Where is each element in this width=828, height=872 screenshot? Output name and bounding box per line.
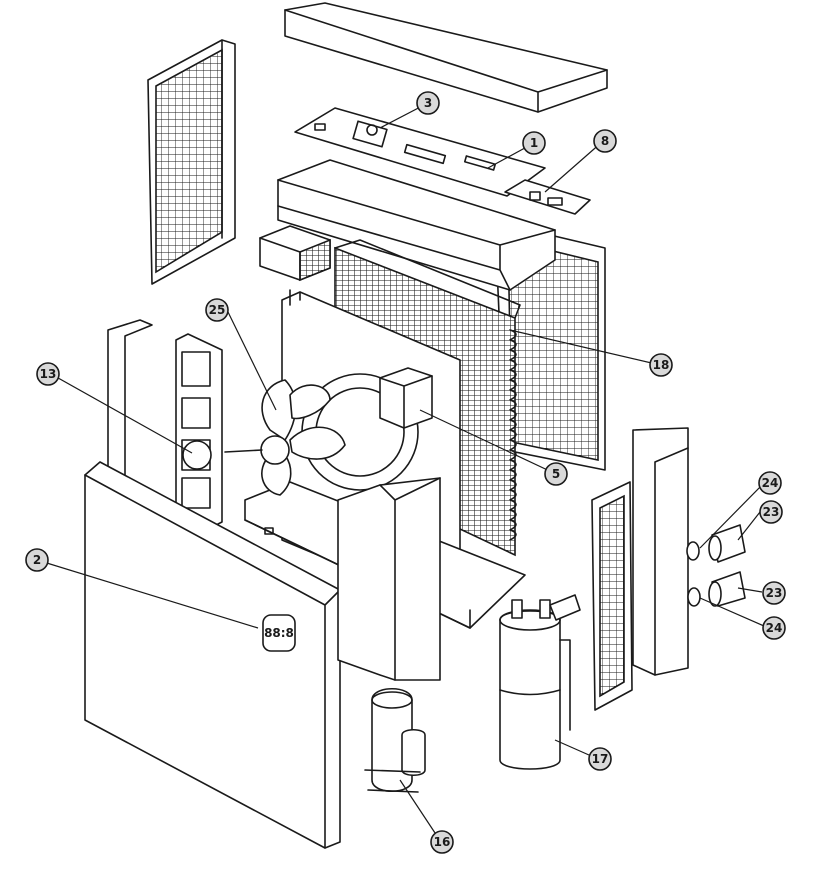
heat-exchanger — [499, 594, 581, 770]
callout-label: 24 — [762, 476, 779, 490]
callout-label: 1 — [530, 136, 538, 150]
callout-label: 23 — [766, 586, 783, 600]
callout-label: 17 — [592, 752, 609, 766]
callout-label: 23 — [763, 505, 780, 519]
callout-17: 17 — [588, 747, 612, 771]
callout-18: 18 — [649, 353, 673, 377]
left-side-grille — [147, 39, 236, 285]
callout-16: 16 — [430, 830, 454, 854]
callout-label: 24 — [766, 621, 783, 635]
callout-3: 3 — [416, 91, 440, 115]
display-readout: 88:8 — [264, 626, 294, 640]
callout-label: 25 — [209, 303, 226, 317]
top-cover — [284, 2, 608, 113]
corner-post — [337, 477, 441, 681]
callout-25: 25 — [205, 298, 229, 322]
callout-24-upper: 24 — [758, 471, 782, 495]
callout-label: 13 — [40, 367, 57, 381]
callout-label: 5 — [552, 467, 560, 481]
reactor-box — [259, 225, 331, 282]
right-pillar — [632, 427, 689, 676]
callout-23-upper: 23 — [759, 500, 783, 524]
callout-24-lower: 24 — [762, 616, 786, 640]
callout-label: 2 — [33, 553, 41, 567]
display-board — [504, 179, 591, 215]
callout-2: 2 — [25, 548, 49, 572]
motor-bracket — [175, 333, 223, 529]
callout-label: 16 — [434, 835, 451, 849]
water-fittings — [686, 524, 746, 607]
right-side-grille — [591, 481, 633, 711]
callout-label: 18 — [653, 358, 670, 372]
electric-box-tray — [277, 159, 556, 291]
callout-13: 13 — [36, 362, 60, 386]
callout-label: 8 — [601, 134, 609, 148]
callout-5: 5 — [544, 462, 568, 486]
fan-blade — [224, 379, 346, 496]
leader-lines — [36, 102, 765, 843]
compressor — [364, 688, 426, 793]
left-pillar — [107, 319, 153, 487]
callout-23-lower: 23 — [762, 581, 786, 605]
front-panel — [84, 461, 341, 849]
callout-label: 3 — [424, 96, 432, 110]
control-box — [379, 367, 433, 429]
control-board — [294, 107, 546, 197]
callout-8: 8 — [593, 129, 617, 153]
callout-1: 1 — [522, 131, 546, 155]
